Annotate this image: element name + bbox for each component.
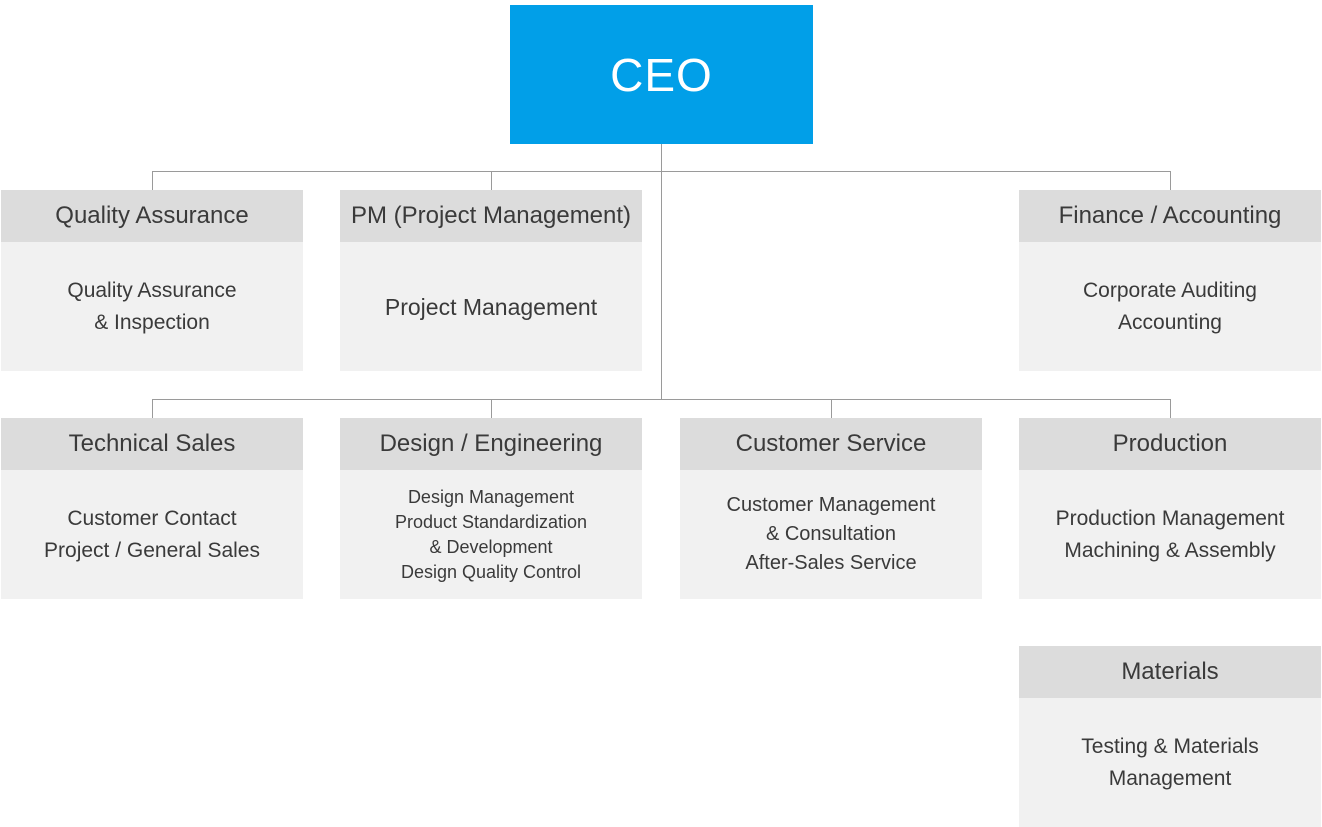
connector-row2-design (491, 399, 492, 418)
dept-line: & Development (429, 536, 553, 557)
dept-production: Production Production Management Machini… (1019, 418, 1321, 599)
dept-body: Project Management (340, 242, 642, 371)
dept-title: Technical Sales (1, 418, 303, 470)
dept-technical-sales: Technical Sales Customer Contact Project… (1, 418, 303, 599)
dept-title: Finance / Accounting (1019, 190, 1321, 242)
connector-row1-bar (152, 171, 1171, 172)
dept-title: Quality Assurance (1, 190, 303, 242)
dept-line: Design Quality Control (400, 561, 582, 582)
dept-line: Corporate Auditing (1083, 278, 1257, 302)
dept-materials: Materials Testing & Materials Management (1019, 646, 1321, 827)
connector-row2-production (1170, 399, 1171, 418)
connector-row2-service (831, 399, 832, 418)
dept-body: Customer Management & Consultation After… (680, 470, 982, 599)
dept-design-engineering: Design / Engineering Design Management P… (340, 418, 642, 599)
dept-title: PM (Project Management) (340, 190, 642, 242)
connector-row1-qa (152, 171, 153, 190)
dept-line: Customer Management (726, 494, 936, 516)
dept-line: Management (1108, 766, 1232, 790)
dept-quality-assurance: Quality Assurance Quality Assurance & In… (1, 190, 303, 371)
dept-line: Product Standardization (394, 511, 588, 532)
dept-body: Testing & Materials Management (1019, 698, 1321, 827)
dept-line: Quality Assurance (67, 278, 237, 302)
dept-body: Corporate Auditing Accounting (1019, 242, 1321, 371)
dept-finance-accounting: Finance / Accounting Corporate Auditing … (1019, 190, 1321, 371)
connector-row1-finance (1170, 171, 1171, 190)
dept-body: Design Management Product Standardizatio… (340, 470, 642, 599)
ceo-label: CEO (610, 48, 713, 101)
dept-line: Testing & Materials (1081, 734, 1259, 758)
dept-title: Materials (1019, 646, 1321, 698)
dept-project-management: PM (Project Management) Project Manageme… (340, 190, 642, 371)
dept-customer-service: Customer Service Customer Management & C… (680, 418, 982, 599)
connector-row2-bar (152, 399, 1171, 400)
dept-line: After-Sales Service (745, 552, 917, 574)
dept-title: Customer Service (680, 418, 982, 470)
connector-row2-sales (152, 399, 153, 418)
connector-row1-pm (491, 171, 492, 190)
dept-title: Design / Engineering (340, 418, 642, 470)
dept-line: & Inspection (94, 310, 210, 334)
dept-body: Quality Assurance & Inspection (1, 242, 303, 371)
dept-line: Production Management (1055, 506, 1285, 530)
dept-line: Accounting (1118, 310, 1222, 334)
dept-line: & Consultation (765, 523, 897, 545)
dept-line: Project / General Sales (44, 538, 260, 562)
dept-line: Design Management (407, 486, 575, 507)
ceo-box: CEO (510, 5, 813, 144)
dept-line: Project Management (384, 293, 598, 320)
dept-line: Machining & Assembly (1064, 538, 1276, 562)
dept-body: Customer Contact Project / General Sales (1, 470, 303, 599)
dept-title: Production (1019, 418, 1321, 470)
dept-body: Production Management Machining & Assemb… (1019, 470, 1321, 599)
connector-ceo-trunk (661, 144, 662, 399)
dept-line: Customer Contact (67, 506, 237, 530)
